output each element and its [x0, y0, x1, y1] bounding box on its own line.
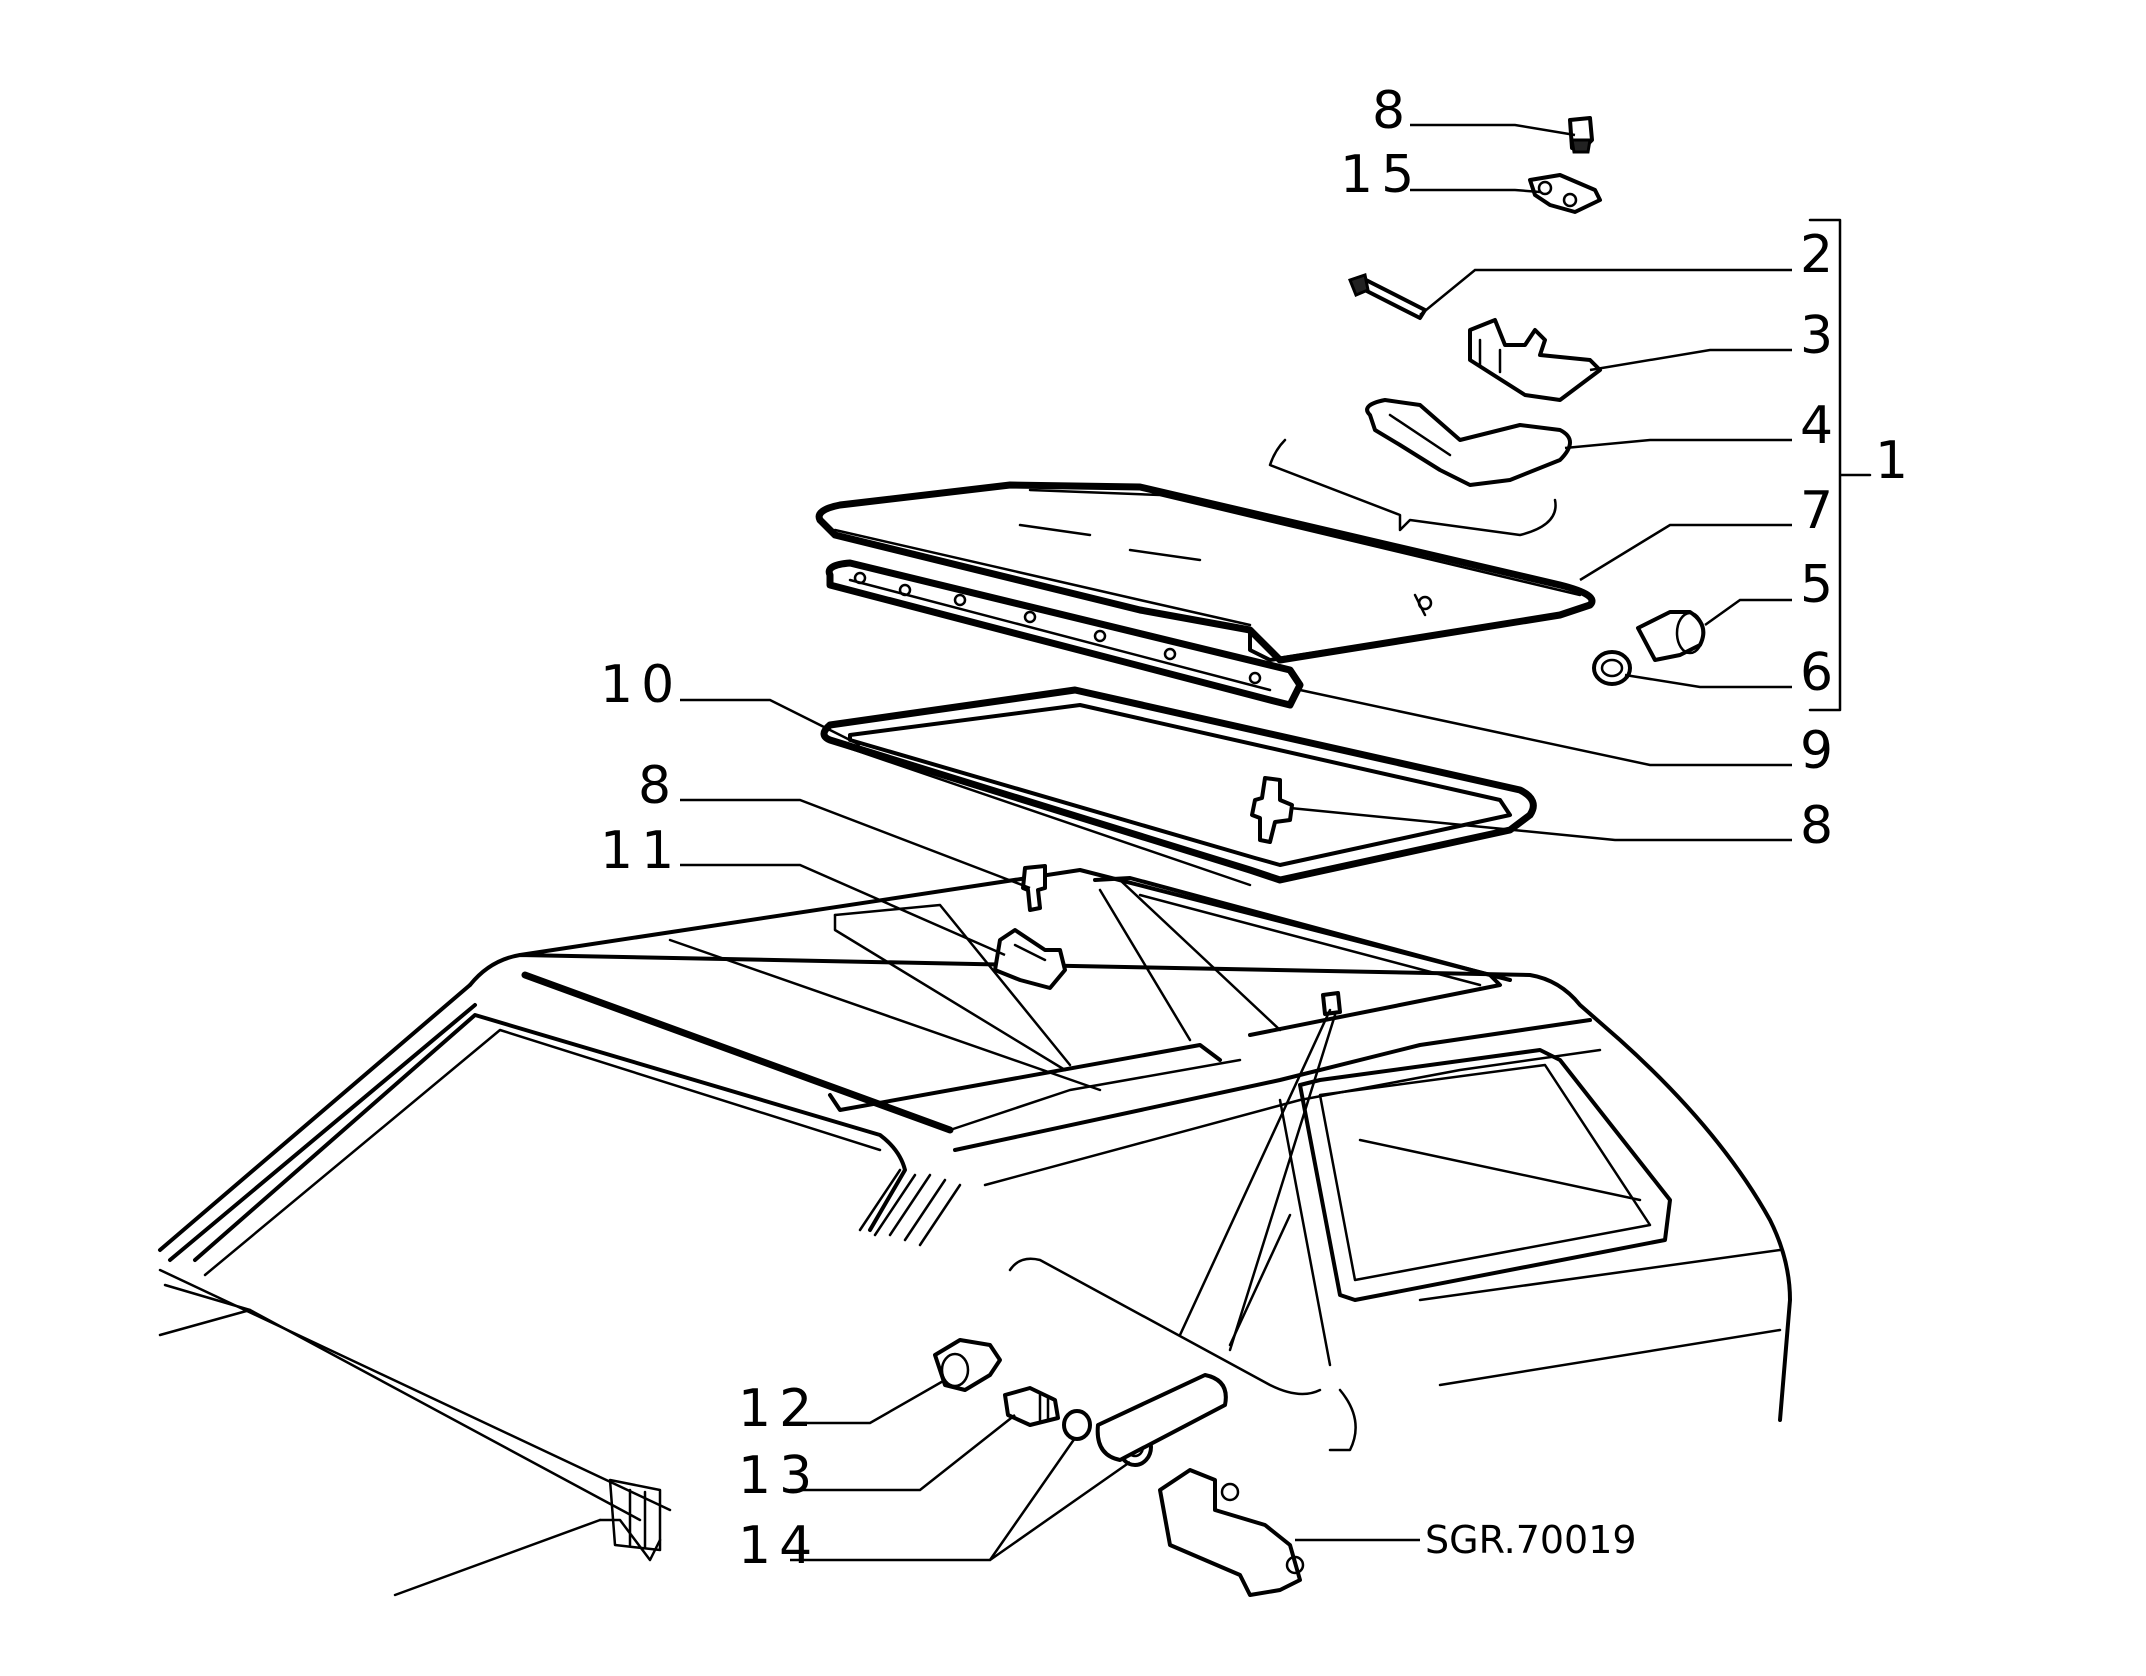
label-part-14: 14: [738, 1516, 820, 1576]
assembly-bracket-1: [1808, 218, 1872, 712]
label-part-11: 11: [600, 821, 682, 881]
label-part-8-right: 8: [1800, 796, 1841, 856]
sunroof-seal-frame: [820, 686, 1537, 887]
label-part-13: 13: [738, 1446, 820, 1506]
label-part-8-top: 8: [1372, 81, 1413, 141]
car-body-drawing: [158, 868, 1792, 1597]
label-part-4: 4: [1800, 396, 1841, 456]
label-part-6: 6: [1800, 643, 1841, 703]
sunroof-glass-panel: [815, 481, 1596, 709]
leader-lines: [680, 123, 1792, 1562]
label-part-12: 12: [738, 1379, 820, 1439]
label-part-10: 10: [600, 655, 682, 715]
label-part-15: 15: [1340, 145, 1422, 205]
reference-code: SGR.70019: [1425, 1518, 1637, 1562]
label-part-9: 9: [1800, 721, 1841, 781]
label-part-2: 2: [1800, 225, 1841, 285]
label-part-5: 5: [1800, 555, 1841, 615]
hardware-parts: [933, 116, 1706, 1597]
label-part-3: 3: [1800, 306, 1841, 366]
part-number-labels: 8 15 2 3 4 1 7 5 6 10 9 8 8 11 12 13 14 …: [600, 81, 1916, 1576]
label-part-7: 7: [1800, 481, 1841, 541]
label-part-8-left: 8: [638, 756, 679, 816]
label-part-1: 1: [1875, 431, 1916, 491]
